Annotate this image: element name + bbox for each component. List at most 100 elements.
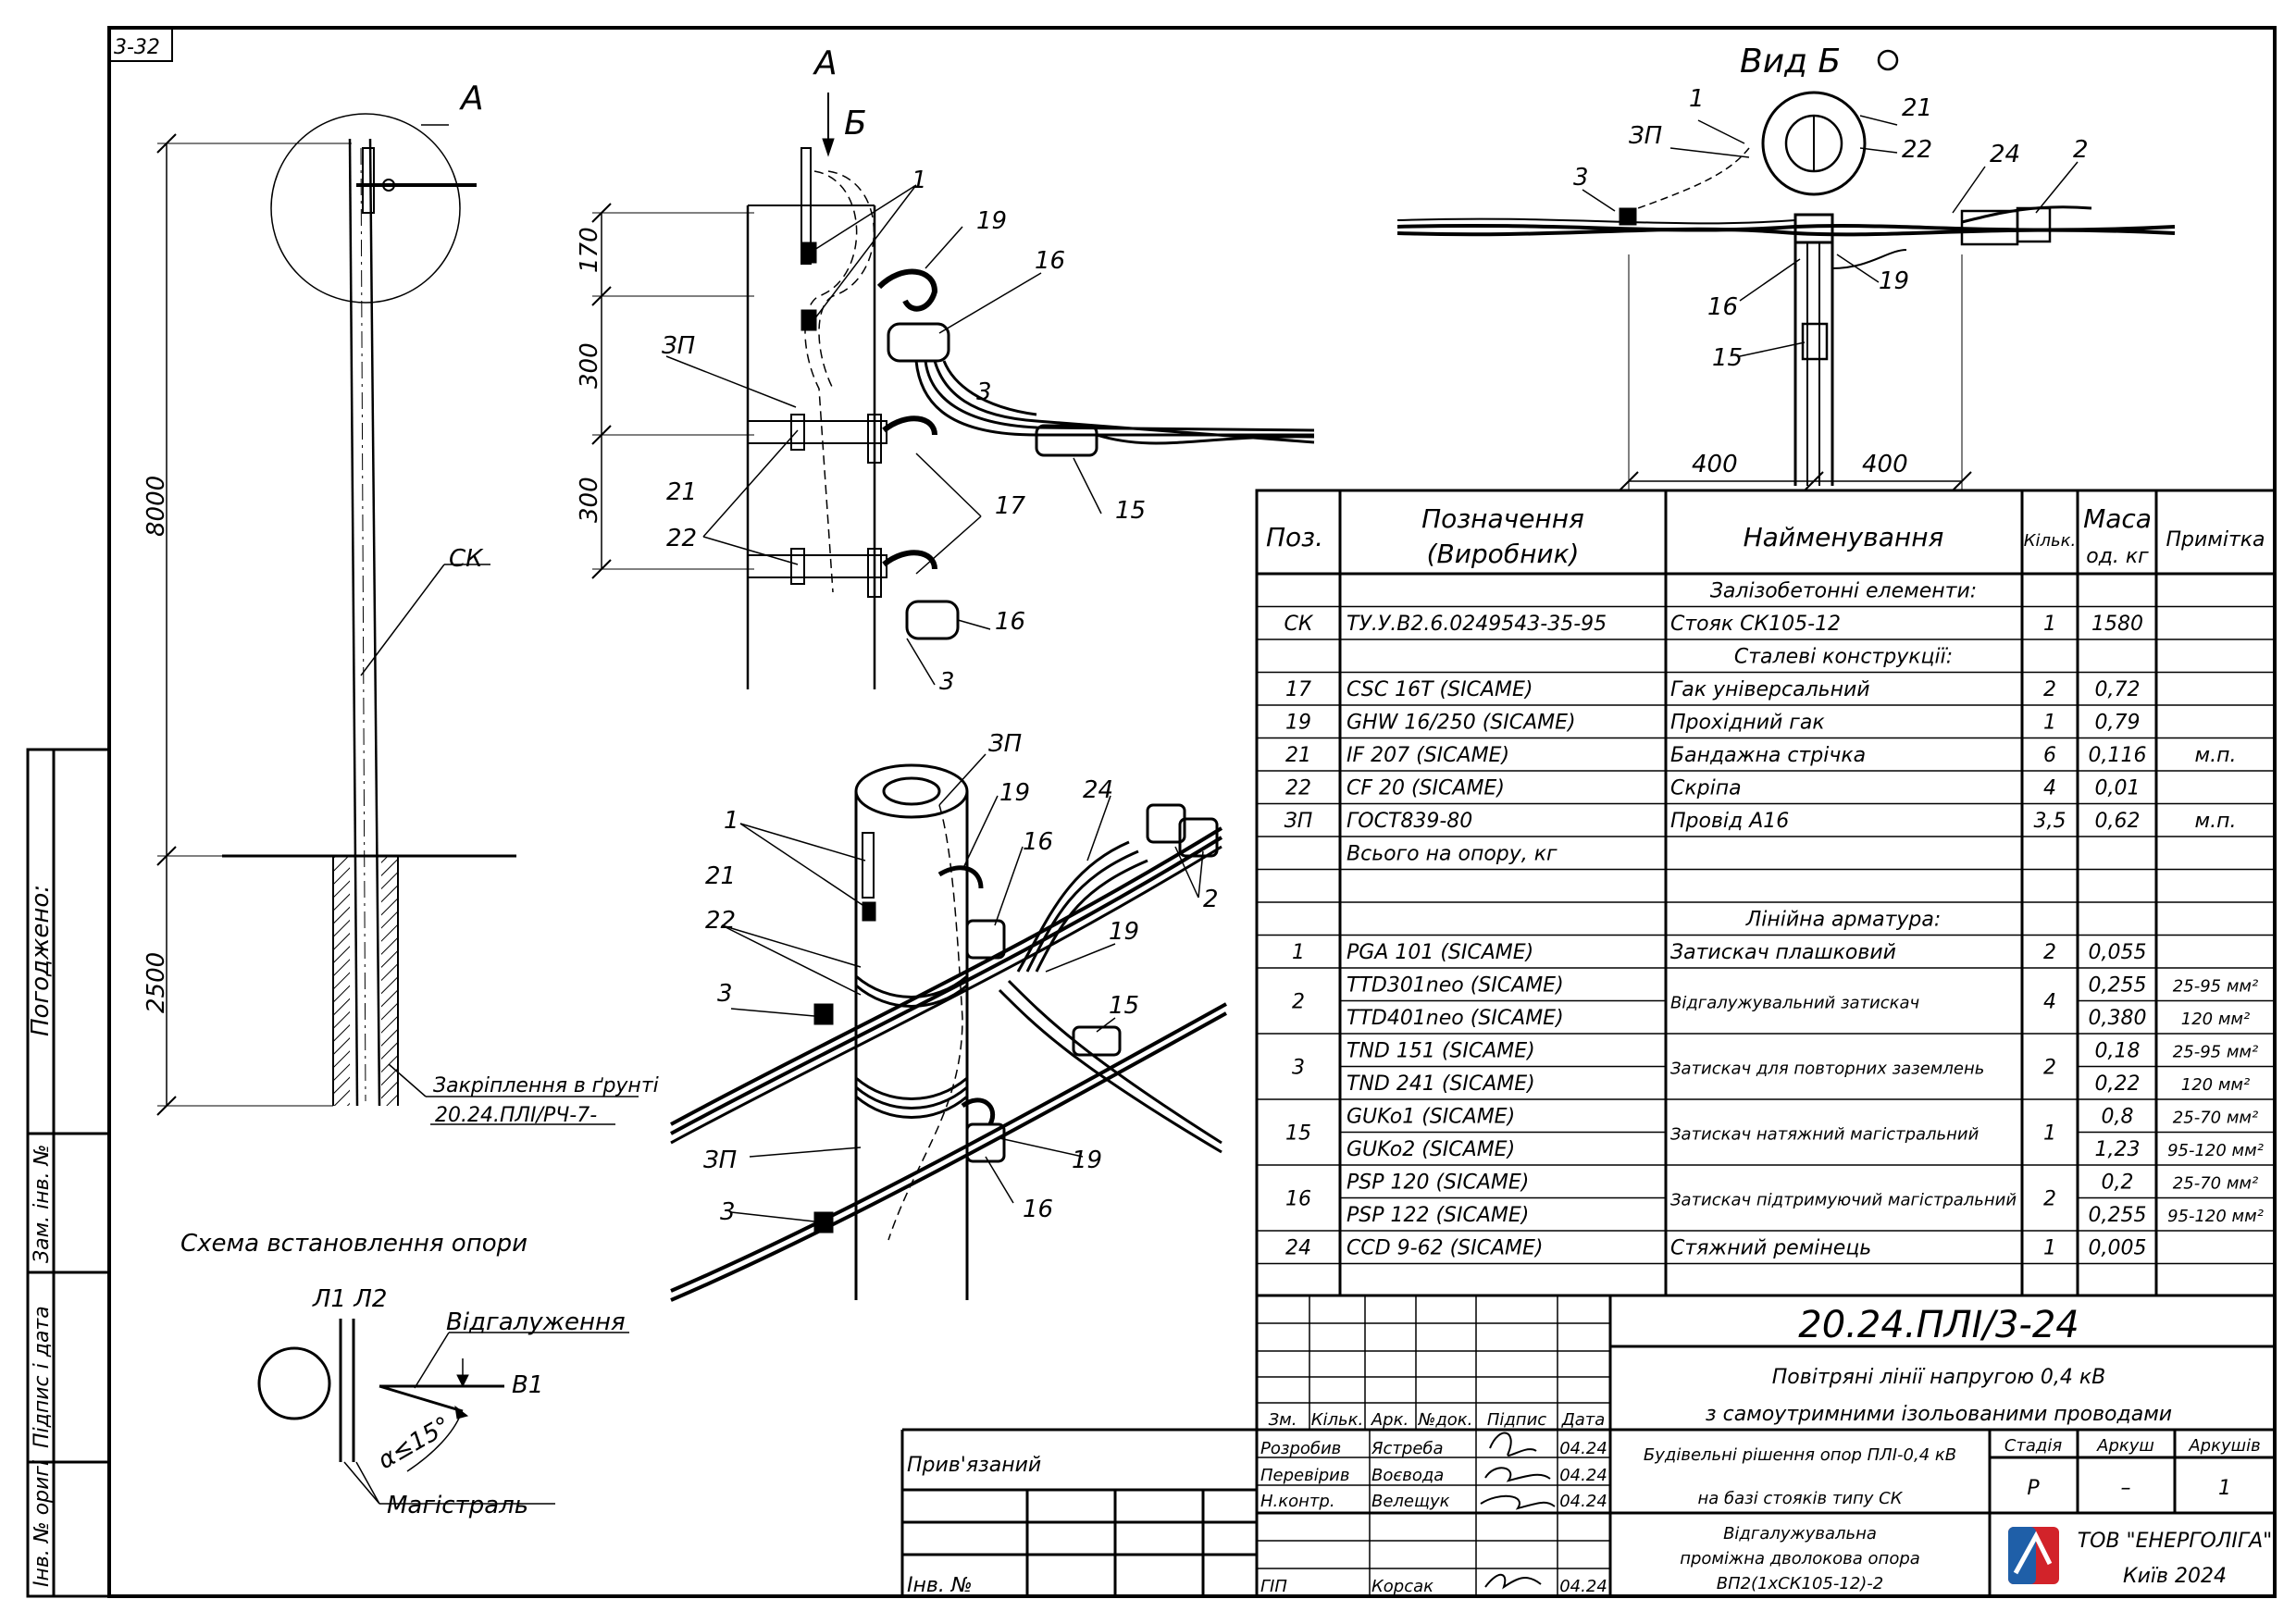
change-col-header: Зм. [1269, 1410, 1297, 1430]
iso-callout-3b: 3 [720, 1198, 736, 1226]
role-date: 04.24 [1559, 1466, 1607, 1485]
spec-cell-note: 25-95 мм² [2173, 1043, 2258, 1062]
vb-callout-16: 16 [1707, 293, 1738, 321]
role-title: Н.контр. [1260, 1492, 1335, 1511]
spec-cell-designation: TTD401neo (SICAME) [1347, 1007, 1564, 1030]
callout-1: 1 [912, 167, 927, 194]
iso-callout-19b: 19 [1109, 918, 1139, 946]
spec-cell-name: Скріпа [1670, 777, 1742, 800]
inv-label: Інв. № [907, 1574, 973, 1597]
drawing-line-1: Відгалужувальна [1723, 1524, 1877, 1543]
vb-callout-1: 1 [1689, 85, 1705, 113]
spec-cell-qty: 3,5 [2034, 810, 2066, 833]
doc-number: 20.24.ПЛІ/3-24 [1798, 1304, 2079, 1346]
spec-cell-mass: 0,62 [2095, 810, 2141, 833]
sheets-value: 1 [2218, 1477, 2231, 1500]
vb-callout-2: 2 [2073, 136, 2089, 164]
role-date: 04.24 [1559, 1492, 1607, 1511]
spec-cell-pos: 1 [1292, 941, 1305, 964]
frame-border [107, 26, 2277, 1598]
callout-3: 3 [976, 378, 992, 406]
callout-zp: ЗП [662, 332, 695, 360]
side-strip [26, 748, 111, 1598]
company-name: ТОВ "ЕНЕРГОЛІГА" [2078, 1530, 2273, 1553]
spec-cell-mass: 0,255 [2089, 974, 2147, 998]
title-line-1: Повітряні лінії напругою 0,4 кВ [1772, 1366, 2106, 1389]
spec-cell-name: Стояк СК105-12 [1670, 613, 1841, 636]
dim-2500: 2500 [143, 952, 170, 1013]
spec-cell-pos: 22 [1285, 777, 1311, 800]
callout-3b: 3 [939, 668, 955, 696]
vb-callout-15: 15 [1712, 344, 1743, 372]
scheme-l1l2: Л1 Л2 [312, 1285, 387, 1313]
vb-callout-22: 22 [1902, 136, 1932, 164]
spec-cell-pos: ЗП [1285, 810, 1313, 833]
scheme-title: Схема встановлення опори [180, 1230, 527, 1258]
spec-cell-designation: Всього на опору, кг [1347, 843, 1558, 866]
spec-cell-name: Стяжний ремінець [1670, 1237, 1871, 1260]
spec-cell-qty: 1 [2043, 1122, 2056, 1146]
spec-cell-pos: 21 [1285, 744, 1311, 767]
spec-cell-note: 120 мм² [2181, 1010, 2250, 1029]
iso-callout-zp2: ЗП [703, 1147, 737, 1174]
iso-callout-21: 21 [705, 862, 736, 890]
scheme-branch: Відгалуження [446, 1308, 626, 1336]
fixing-label: Закріплення в ґрунті [433, 1074, 659, 1097]
side-label-3: Інв. № оригі [31, 1460, 54, 1587]
vb-callout-zp: ЗП [1629, 122, 1662, 150]
iso-callout-1: 1 [724, 807, 739, 835]
spec-cell-name: Затискач плашковий [1670, 941, 1896, 964]
spec-h-qty: Кільк. [2024, 531, 2077, 551]
change-col-header: Дата [1561, 1410, 1606, 1430]
spec-cell-mass: 0,2 [2102, 1172, 2134, 1195]
spec-cell-name: Відгалужувальний затискач [1670, 994, 1919, 1013]
spec-cell-mass: 0,255 [2089, 1204, 2147, 1227]
spec-h-pos: Поз. [1266, 522, 1323, 552]
sheet-header: Аркуш [2096, 1436, 2154, 1456]
spec-cell-mass: 0,380 [2089, 1007, 2147, 1030]
spec-cell-qty: 6 [2043, 744, 2056, 767]
spec-cell-mass: 0,005 [2089, 1237, 2147, 1260]
change-col-header: Кільк. [1311, 1410, 1364, 1430]
spec-cell-pos: 15 [1285, 1122, 1311, 1146]
title-grid [1257, 1295, 1610, 1596]
callout-21: 21 [666, 478, 697, 506]
linked-label: Прив'язаний [907, 1454, 1041, 1477]
iso-callout-19: 19 [999, 779, 1030, 807]
iso-callout-22: 22 [705, 907, 736, 935]
role-name: Ястреба [1371, 1439, 1444, 1458]
spec-cell-name: Прохідний гак [1670, 712, 1825, 735]
vb-callout-3: 3 [1573, 164, 1589, 192]
spec-cell-pos: 2 [1292, 991, 1305, 1014]
role-title: ГІП [1260, 1577, 1287, 1596]
sheet-value: – [2121, 1477, 2131, 1500]
spec-cell-qty: 4 [2043, 777, 2056, 800]
callout-15: 15 [1115, 497, 1146, 525]
spec-cell-pos: 3 [1292, 1057, 1305, 1080]
iso-callout-24: 24 [1083, 776, 1113, 804]
detail-a-view [591, 93, 1315, 689]
spec-h-name: Найменування [1744, 522, 1944, 552]
spec-cell-mass: 1580 [2091, 613, 2143, 636]
spec-cell-designation: PSP 120 (SICAME) [1347, 1172, 1529, 1195]
side-label-1: Зам. інв. № [31, 1145, 54, 1264]
spec-cell-name: Затискач підтримуючий магістральний [1670, 1191, 2017, 1210]
iso-callout-15: 15 [1109, 992, 1139, 1020]
spec-cell-qty: 4 [2043, 991, 2056, 1014]
side-label-2: Підпис і дата [31, 1306, 54, 1448]
company-logo [2008, 1527, 2059, 1584]
section-line-1: Будівельні рішення опор ПЛІ-0,4 кВ [1644, 1445, 1956, 1465]
company-city: Київ 2024 [2123, 1565, 2227, 1588]
stage-value: Р [2027, 1477, 2040, 1500]
spec-cell-mass: 0,01 [2095, 777, 2141, 800]
role-name: Воєвода [1371, 1466, 1444, 1485]
title-block [900, 1294, 2277, 1598]
spec-cell-name: Затискач натяжний магістральний [1670, 1125, 1980, 1145]
spec-cell-pos: 24 [1285, 1237, 1311, 1260]
title-line-2: з самоутримними ізольованими проводами [1706, 1403, 2172, 1426]
sheets-header: Аркушів [2188, 1436, 2260, 1456]
